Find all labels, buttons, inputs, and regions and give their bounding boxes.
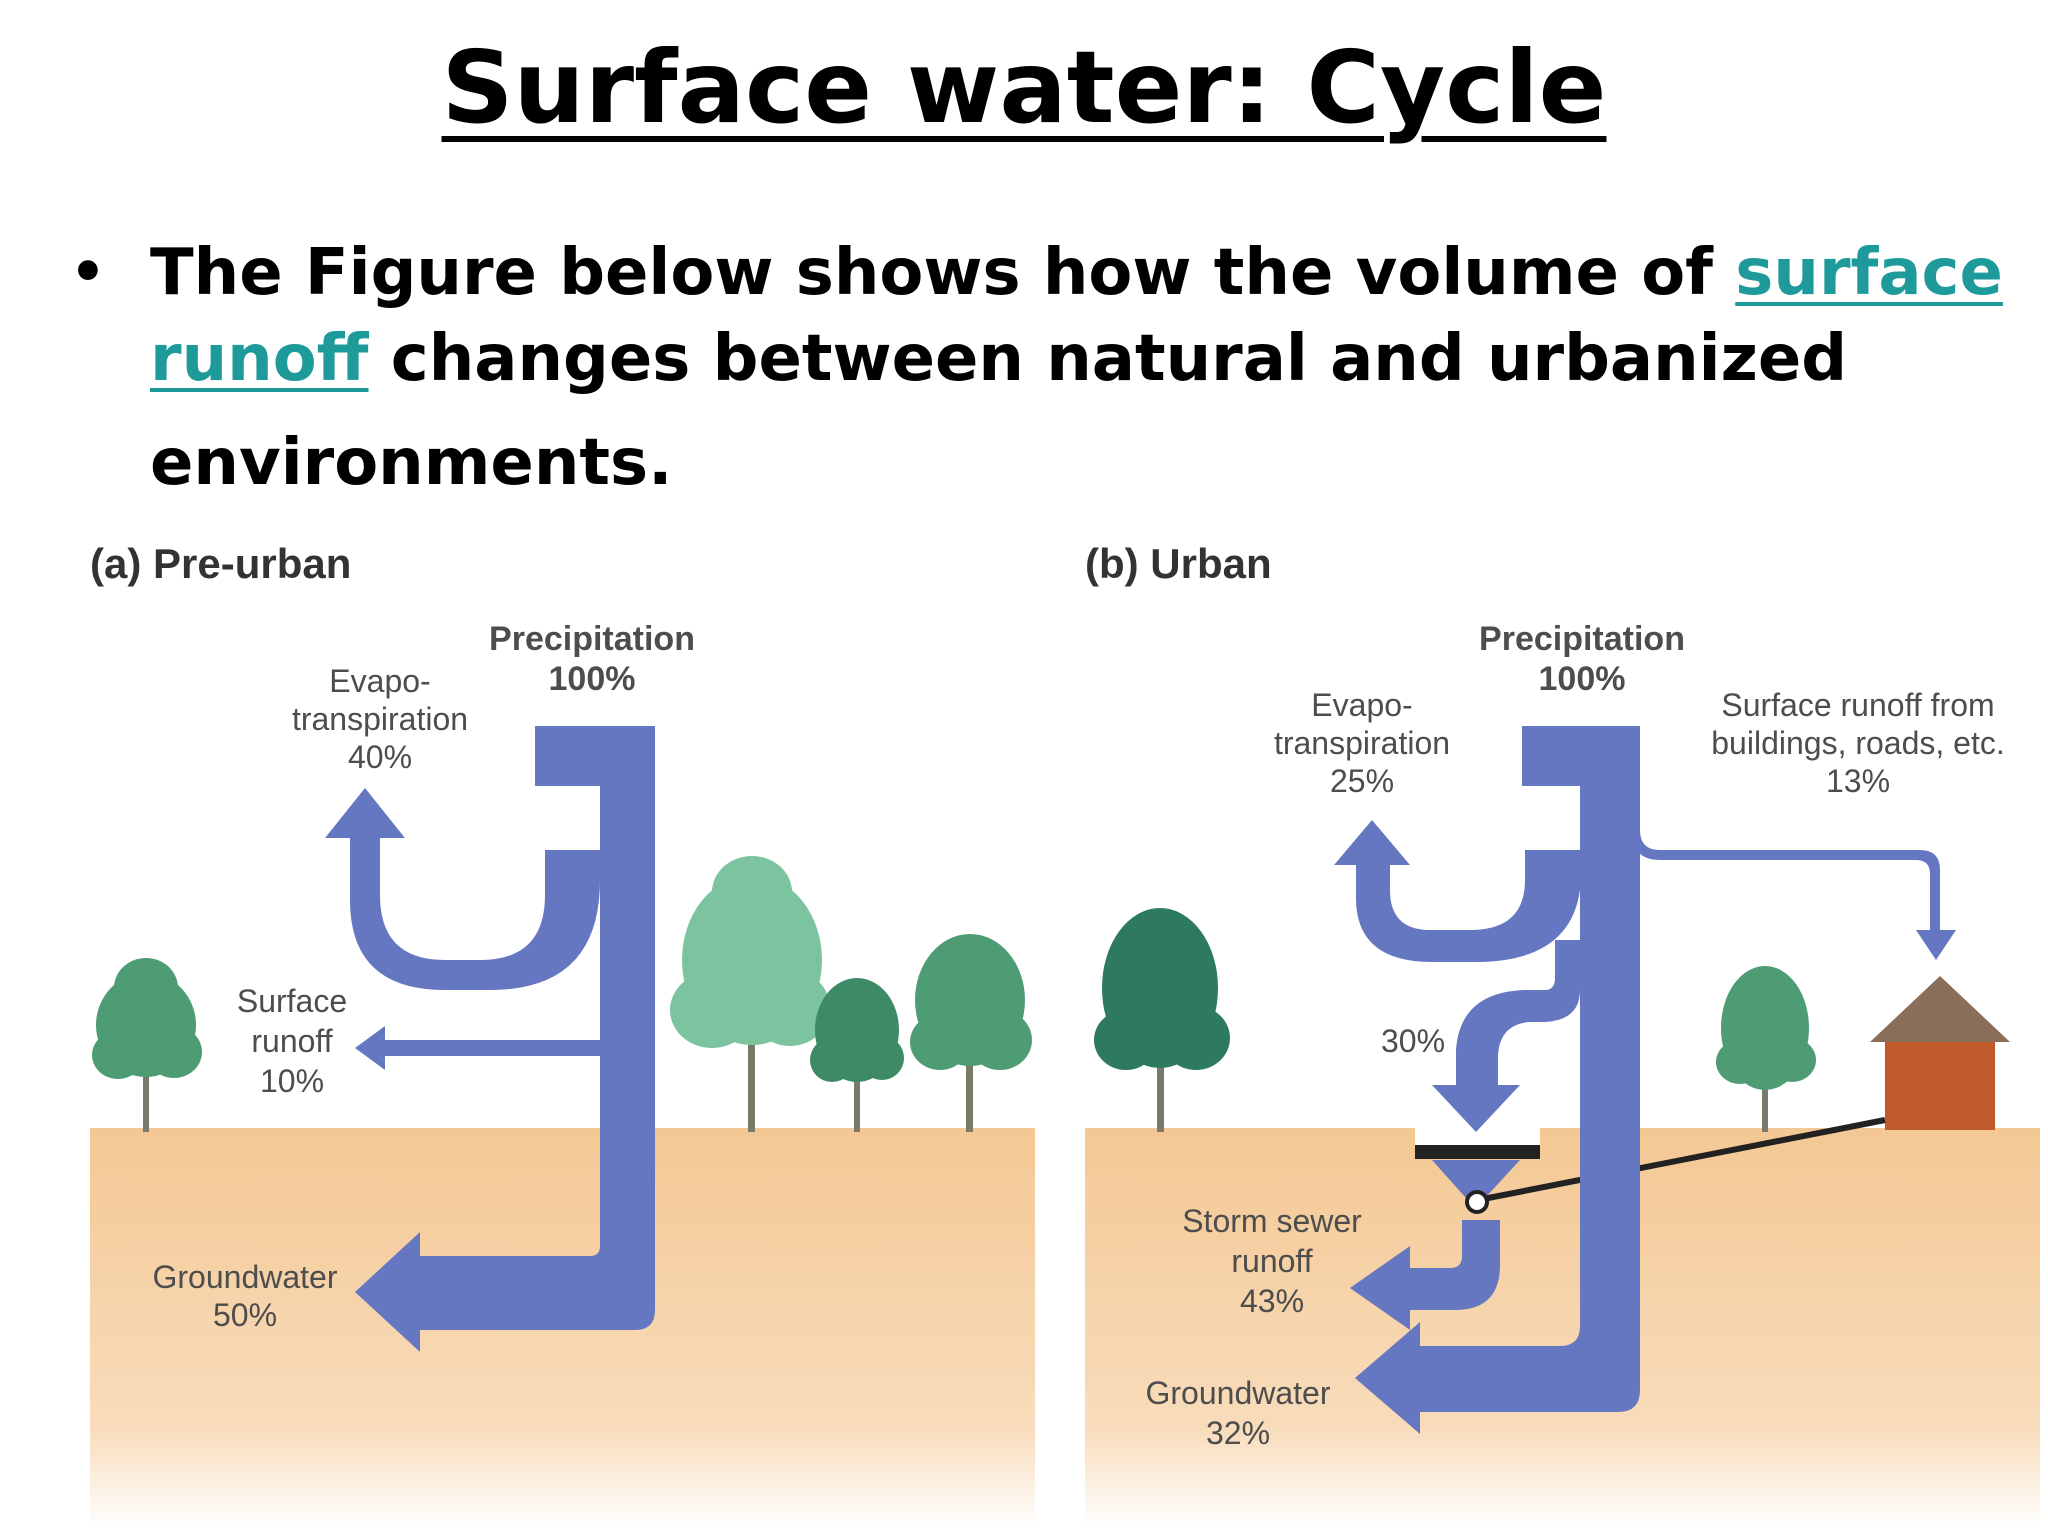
panel-a-groundwater-label: Groundwater	[153, 1259, 338, 1295]
bullet-dot: •	[70, 240, 106, 305]
house-icon	[1870, 976, 2010, 1130]
panel-b-sewer-line2: runoff	[1231, 1243, 1312, 1279]
panel-a-groundwater-value: 50%	[213, 1297, 277, 1333]
bullet-line-1: The Figure below shows how the volume of…	[150, 230, 2003, 316]
panel-b-sewer-value: 43%	[1240, 1283, 1304, 1319]
panel-b-evapo-line1: Evapo-	[1311, 687, 1412, 723]
panel-a-precipitation-label: Precipitation	[489, 620, 695, 658]
panel-a-title: (a) Pre-urban	[90, 540, 351, 587]
bullet-line-3: environments.	[150, 426, 673, 500]
panel-b-title: (b) Urban	[1085, 540, 1272, 587]
panel-a-groundwater-flow	[355, 726, 655, 1352]
panel-a-runoff-value: 10%	[260, 1063, 324, 1099]
panel-b-runoff-value: 13%	[1826, 763, 1890, 799]
panel-a-runoff-line1: Surface	[237, 983, 347, 1019]
panel-b-ground	[1085, 1128, 2040, 1528]
panel-a-evapo-value: 40%	[348, 739, 412, 775]
panel-b-precipitation-label: Precipitation	[1479, 620, 1685, 658]
panel-b-precipitation-value: 100%	[1539, 660, 1626, 698]
panel-a-pre-urban: (a) Pre-urban	[90, 540, 1035, 1528]
panel-b-groundwater-flow	[1355, 726, 1640, 1434]
tree-icon	[670, 856, 830, 1132]
storm-sewer-junction	[1465, 1190, 1489, 1214]
panel-b-runoff-line2: buildings, roads, etc.	[1711, 725, 2005, 761]
bullet-line-2: runoff changes between natural and urban…	[150, 316, 1950, 402]
panel-b-sewer-line1: Storm sewer	[1182, 1203, 1362, 1239]
panel-b-groundwater-value: 32%	[1206, 1415, 1270, 1451]
surface-runoff-link-part1[interactable]: surface	[1735, 236, 2003, 310]
surface-runoff-link-part2[interactable]: runoff	[150, 322, 369, 396]
panel-a-evapo-line1: Evapo-	[329, 663, 430, 699]
panel-a-precipitation-value: 100%	[549, 660, 636, 698]
storm-sewer-pipe	[1477, 1117, 1886, 1203]
bullet-text: The Figure below shows how the volume of…	[150, 230, 2003, 506]
slide-title: Surface water: Cycle	[0, 30, 2048, 145]
slide-title-text: Surface water: Cycle	[441, 29, 1607, 146]
panel-b-urban: (b) Urban	[1085, 540, 2040, 1528]
panel-b-to-sewer-flow	[1432, 940, 1580, 1132]
water-cycle-diagram: (a) Pre-urban	[90, 540, 2040, 1528]
panel-a-evapotranspiration-flow	[325, 788, 600, 990]
panel-a-surface-runoff-flow	[355, 1026, 600, 1070]
panel-b-runoff-line1: Surface runoff from	[1721, 687, 1994, 723]
tree-icon	[810, 978, 904, 1132]
panel-b-surface-runoff-flow	[1632, 820, 1956, 960]
panel-b-evapotranspiration-flow	[1334, 820, 1580, 962]
storm-drain-basin	[1432, 1160, 1520, 1198]
panel-b-groundwater-label: Groundwater	[1146, 1375, 1331, 1411]
water-cycle-figure: (a) Pre-urban	[0, 520, 2048, 1536]
panel-a-runoff-line2: runoff	[251, 1023, 332, 1059]
tree-icon	[910, 934, 1032, 1132]
panel-a-evapo-line2: transpiration	[292, 701, 468, 737]
bullet-line-2-text: changes between natural and urbanized	[368, 322, 1848, 396]
panel-b-precipitation-flow	[1522, 726, 1640, 786]
panel-b-to-sewer-value: 30%	[1381, 1023, 1445, 1059]
storm-drain-grate	[1415, 1145, 1540, 1159]
tree-icon	[92, 958, 202, 1132]
tree-icon	[1094, 908, 1230, 1132]
panel-a-precipitation-flow	[535, 726, 655, 786]
bullet-line-1-text: The Figure below shows how the volume of	[150, 236, 1736, 310]
panel-b-evapo-line2: transpiration	[1274, 725, 1450, 761]
panel-b-evapo-value: 25%	[1330, 763, 1394, 799]
panel-b-storm-sewer-flow	[1350, 1220, 1500, 1330]
tree-icon	[1716, 966, 1816, 1132]
